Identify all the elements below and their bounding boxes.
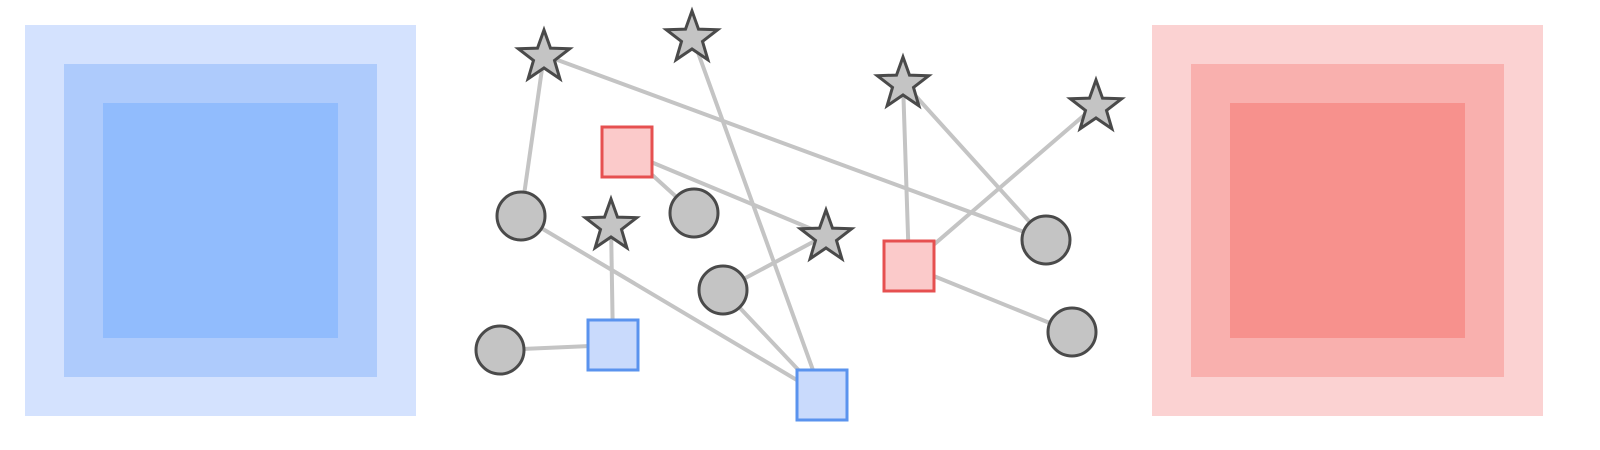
red-square-b-node [882,239,936,293]
star-d-node [1066,75,1126,133]
circle-a-node [495,190,547,242]
panels-layer [25,25,1543,416]
left-target-panel [25,25,416,416]
right-target-layer-3 [1230,103,1465,338]
circle-b-node [1020,214,1072,266]
edge-star-c-circle-b [901,80,1048,242]
edge-circle-a-blue-square-b [519,214,824,397]
star-c-node [873,52,933,110]
circle-f-node [1046,306,1098,358]
edge-star-c-red-square-b [901,80,911,268]
circle-d-node [474,324,526,376]
star-b-node [662,6,722,64]
star-f-node [796,205,856,263]
edge-star-a-circle-a [519,53,546,218]
edge-red-square-a-star-f [625,150,828,237]
star-e-node [581,194,641,252]
edge-star-a-circle-b [542,53,1048,242]
red-square-a-node [600,125,654,179]
blue-square-a-node [586,318,640,372]
star-a-node [514,25,574,83]
circle-c-node [668,187,720,239]
left-target-layer-3 [103,103,338,338]
circle-e-node [697,264,749,316]
blue-square-b-node [795,368,849,422]
edge-red-square-b-circle-f [907,264,1074,334]
nodes-layer [474,6,1126,422]
right-target-panel [1152,25,1543,416]
edge-star-b-blue-square-b [690,34,824,397]
edge-star-d-red-square-b [907,103,1098,268]
